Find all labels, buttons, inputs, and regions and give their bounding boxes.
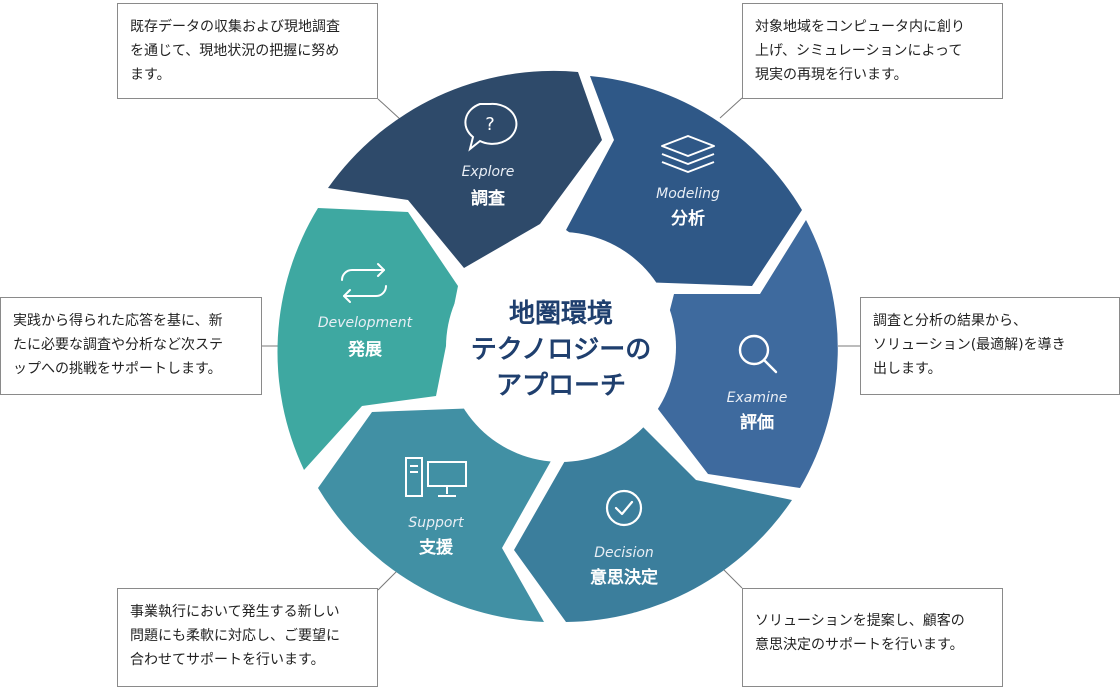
segment-development-jp: 発展 (347, 339, 382, 360)
layers-icon (661, 135, 715, 173)
segment-decision-en: Decision (594, 545, 654, 561)
segment-explore-en: Explore (462, 164, 515, 180)
segment-modeling-jp: 分析 (671, 208, 705, 229)
segment-explore-jp: 調査 (471, 188, 506, 209)
callout-development: 実践から得られた応答を基に、新 たに必要な調査や分析など次ステ ップへの挑戦をサ… (0, 297, 262, 395)
magnifier-icon (738, 334, 778, 374)
segment-examine-en: Examine (727, 390, 788, 406)
center-title-line-3: アプローチ (496, 371, 626, 401)
callout-decision: ソリューションを提案し、顧客の 意思決定のサポートを行います。 (742, 588, 1003, 687)
callout-support: 事業執行において発生する新しい 問題にも柔軟に対応し、ご要望に 合わせてサポート… (117, 588, 378, 687)
callout-examine: 調査と分析の結果から、 ソリューション(最適解)を導き 出します。 (860, 297, 1120, 395)
callout-support-line-1: 事業執行において発生する新しい (130, 604, 340, 620)
center-title-line-2: テクノロジーの (471, 335, 651, 365)
callout-development-line-3: ップへの挑戦をサポートします。 (13, 361, 222, 377)
connector-lines (262, 97, 860, 591)
callout-explore-line-3: ます。 (130, 67, 171, 83)
callout-support-line-2: 問題にも柔軟に対応し、ご要望に (130, 628, 340, 644)
center-title-line-1: 地圏環境 (509, 298, 613, 329)
check-circle-icon (605, 489, 643, 527)
question-bubble-icon: ? (464, 102, 518, 152)
callout-modeling: 対象地域をコンピュータ内に創り 上げ、シミュレーションによって 現実の再現を行い… (742, 3, 1003, 99)
connector-support (377, 569, 399, 591)
callout-modeling-line-3: 現実の再現を行います。 (755, 67, 908, 83)
callout-decision-line-1: ソリューションを提案し、顧客の (755, 613, 965, 629)
connector-decision (721, 567, 743, 589)
callout-modeling-line-2: 上げ、シミュレーションによって (755, 43, 963, 59)
svg-text:?: ? (485, 114, 495, 135)
segment-support-en: Support (408, 515, 464, 531)
callout-explore: 既存データの収集および現地調査 を通じて、現地状況の把握に努め ます。 (117, 3, 378, 99)
callout-development-line-1: 実践から得られた応答を基に、新 (13, 313, 223, 329)
callout-support-line-3: 合わせてサポートを行います。 (130, 652, 325, 668)
computer-icon (405, 457, 467, 497)
segment-development-en: Development (318, 315, 413, 331)
callout-explore-line-2: を通じて、現地状況の把握に努め (130, 43, 340, 59)
callout-development-line-2: たに必要な調査や分析など次ステ (13, 337, 223, 353)
cycle-arrows-icon (341, 263, 387, 303)
center-disc (446, 232, 676, 462)
callout-examine-line-3: 出します。 (873, 361, 942, 377)
segment-support-jp: 支援 (419, 537, 454, 558)
segment-decision-jp: 意思決定 (590, 567, 658, 588)
callout-examine-line-2: ソリューション(最適解)を導き (873, 337, 1066, 353)
callout-explore-line-1: 既存データの収集および現地調査 (130, 19, 340, 35)
connector-explore (377, 98, 402, 121)
callout-modeling-line-1: 対象地域をコンピュータ内に創り (755, 19, 965, 35)
ring-segments (277, 70, 838, 622)
connector-modeling (719, 97, 743, 119)
segment-examine-jp: 評価 (740, 412, 774, 433)
segment-decision[interactable] (514, 420, 792, 622)
segment-modeling-en: Modeling (656, 186, 720, 202)
callout-examine-line-1: 調査と分析の結果から、 (873, 313, 1027, 329)
segment-explore[interactable] (328, 70, 602, 268)
segment-support[interactable] (318, 408, 556, 622)
callout-decision-line-2: 意思決定のサポートを行います。 (755, 637, 964, 653)
segment-modeling[interactable] (566, 76, 802, 286)
segment-examine[interactable] (648, 220, 838, 488)
segment-development[interactable] (277, 208, 458, 470)
